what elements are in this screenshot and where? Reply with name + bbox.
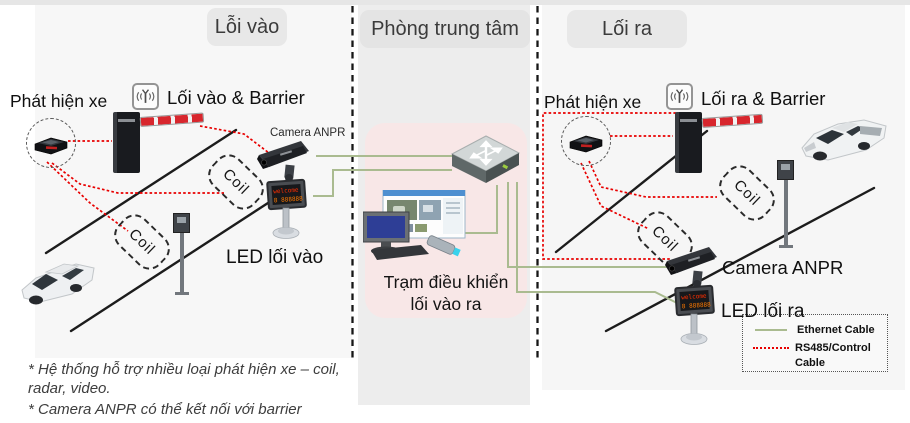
ticket-terminal-icon <box>173 213 190 233</box>
ethernet-line-swatch <box>755 329 787 331</box>
entry-led-label: LED lối vào <box>226 247 324 268</box>
road-edge-line <box>44 128 238 255</box>
exit-ticket-pole <box>777 160 794 248</box>
pole-base <box>778 245 793 248</box>
car-icon <box>21 263 95 305</box>
entry-anpr-camera-assembly: welcome 8 888888 <box>256 134 320 247</box>
entry-camera-label: Camera ANPR <box>270 127 346 139</box>
entry-radar-detector <box>26 118 76 168</box>
usb-dongle-icon <box>426 235 461 257</box>
legend-item-rs485: RS485/Control Cable <box>753 341 887 370</box>
station-label-line1: Trạm điều khiển <box>383 272 509 292</box>
control-workstation <box>362 189 467 267</box>
barrier-brand-strip <box>118 119 135 122</box>
coil-label: Coil <box>125 225 159 259</box>
pole-shaft <box>783 180 788 245</box>
pole-shaft <box>179 233 184 292</box>
svg-text:8 888888: 8 888888 <box>274 195 304 204</box>
rs485-cable-path <box>199 125 270 154</box>
rs485-cable-path <box>51 162 224 194</box>
control-station-label: Trạm điều khiển lối vào ra <box>365 272 527 316</box>
footnote-line: * Camera ANPR có thể kết nối với barrier <box>28 401 302 419</box>
pickup-truck-icon <box>801 119 887 161</box>
bullet-camera-icon <box>665 247 717 288</box>
keyboard-icon <box>371 245 429 260</box>
exit-barrier-gate <box>675 112 702 173</box>
radar-device-icon <box>34 137 68 155</box>
ethernet-cable-path <box>507 182 671 268</box>
exit-lane-header: Lối ra <box>567 10 687 48</box>
footnotes: * Hệ thống hỗ trợ nhiều loại phát hiện x… <box>28 360 378 422</box>
legend-box: Ethernet Cable RS485/Control Cable <box>742 314 888 372</box>
center-room-header: Phòng trung tâm <box>360 10 530 48</box>
switch-routing-icon <box>469 140 503 166</box>
entry-barrier-gate <box>113 112 140 173</box>
ethernet-cable-path <box>452 185 498 234</box>
legend-label: Ethernet Cable <box>797 324 875 336</box>
ethernet-cable-path <box>516 182 690 310</box>
legend-item-ethernet: Ethernet Cable <box>753 323 887 337</box>
led-display-icon: welcome 8 888888 <box>674 284 715 317</box>
ticket-terminal-icon <box>777 160 794 180</box>
bullet-camera-icon <box>257 141 309 182</box>
entry-barrier-antenna-icon <box>132 83 159 110</box>
exit-car <box>798 108 890 179</box>
radar-device-icon <box>569 135 603 153</box>
entry-vehicle-detection-label: Phát hiện xe <box>10 91 108 111</box>
svg-text:welcome: welcome <box>273 187 299 196</box>
entry-lane-header: Lỗi vào <box>207 8 287 46</box>
exit-barrier-antenna-icon <box>666 83 693 110</box>
rs485-line-swatch <box>753 347 789 350</box>
station-label-line2: lối vào ra <box>410 293 482 314</box>
top-edge-bar <box>0 0 910 5</box>
exit-vehicle-detection-label: Phát hiện xe <box>544 92 642 112</box>
exit-radar-detector <box>561 116 611 166</box>
exit-led-label: LED lối ra <box>721 301 805 322</box>
pole-base <box>174 292 189 295</box>
entry-barrier-label: Lối vào & Barrier <box>167 87 305 108</box>
coil-label: Coil <box>219 165 253 199</box>
exit-barrier-label: Lối ra & Barrier <box>701 88 826 109</box>
exit-camera-label: Camera ANPR <box>722 257 844 278</box>
rs485-cable-path <box>542 112 676 260</box>
entry-car <box>16 250 100 321</box>
rs485-cable-path <box>46 161 129 232</box>
network-switch <box>446 126 524 193</box>
road-edge-line <box>604 186 876 333</box>
rs485-cable-path <box>580 162 650 230</box>
led-display-icon: welcome 8 888888 <box>266 178 307 211</box>
footnote-line: * Hệ thống hỗ trợ nhiều loại phát hiện x… <box>28 361 340 398</box>
legend-label: RS485/Control Cable <box>795 342 871 369</box>
svg-text:welcome: welcome <box>681 293 707 302</box>
entry-ticket-pole <box>173 213 190 295</box>
ethernet-cable-path <box>313 169 452 197</box>
svg-text:8 888888: 8 888888 <box>682 301 712 310</box>
coil-label: Coil <box>730 176 764 210</box>
exit-anpr-camera-assembly: welcome 8 888888 <box>664 240 728 353</box>
barrier-brand-strip <box>680 119 697 122</box>
